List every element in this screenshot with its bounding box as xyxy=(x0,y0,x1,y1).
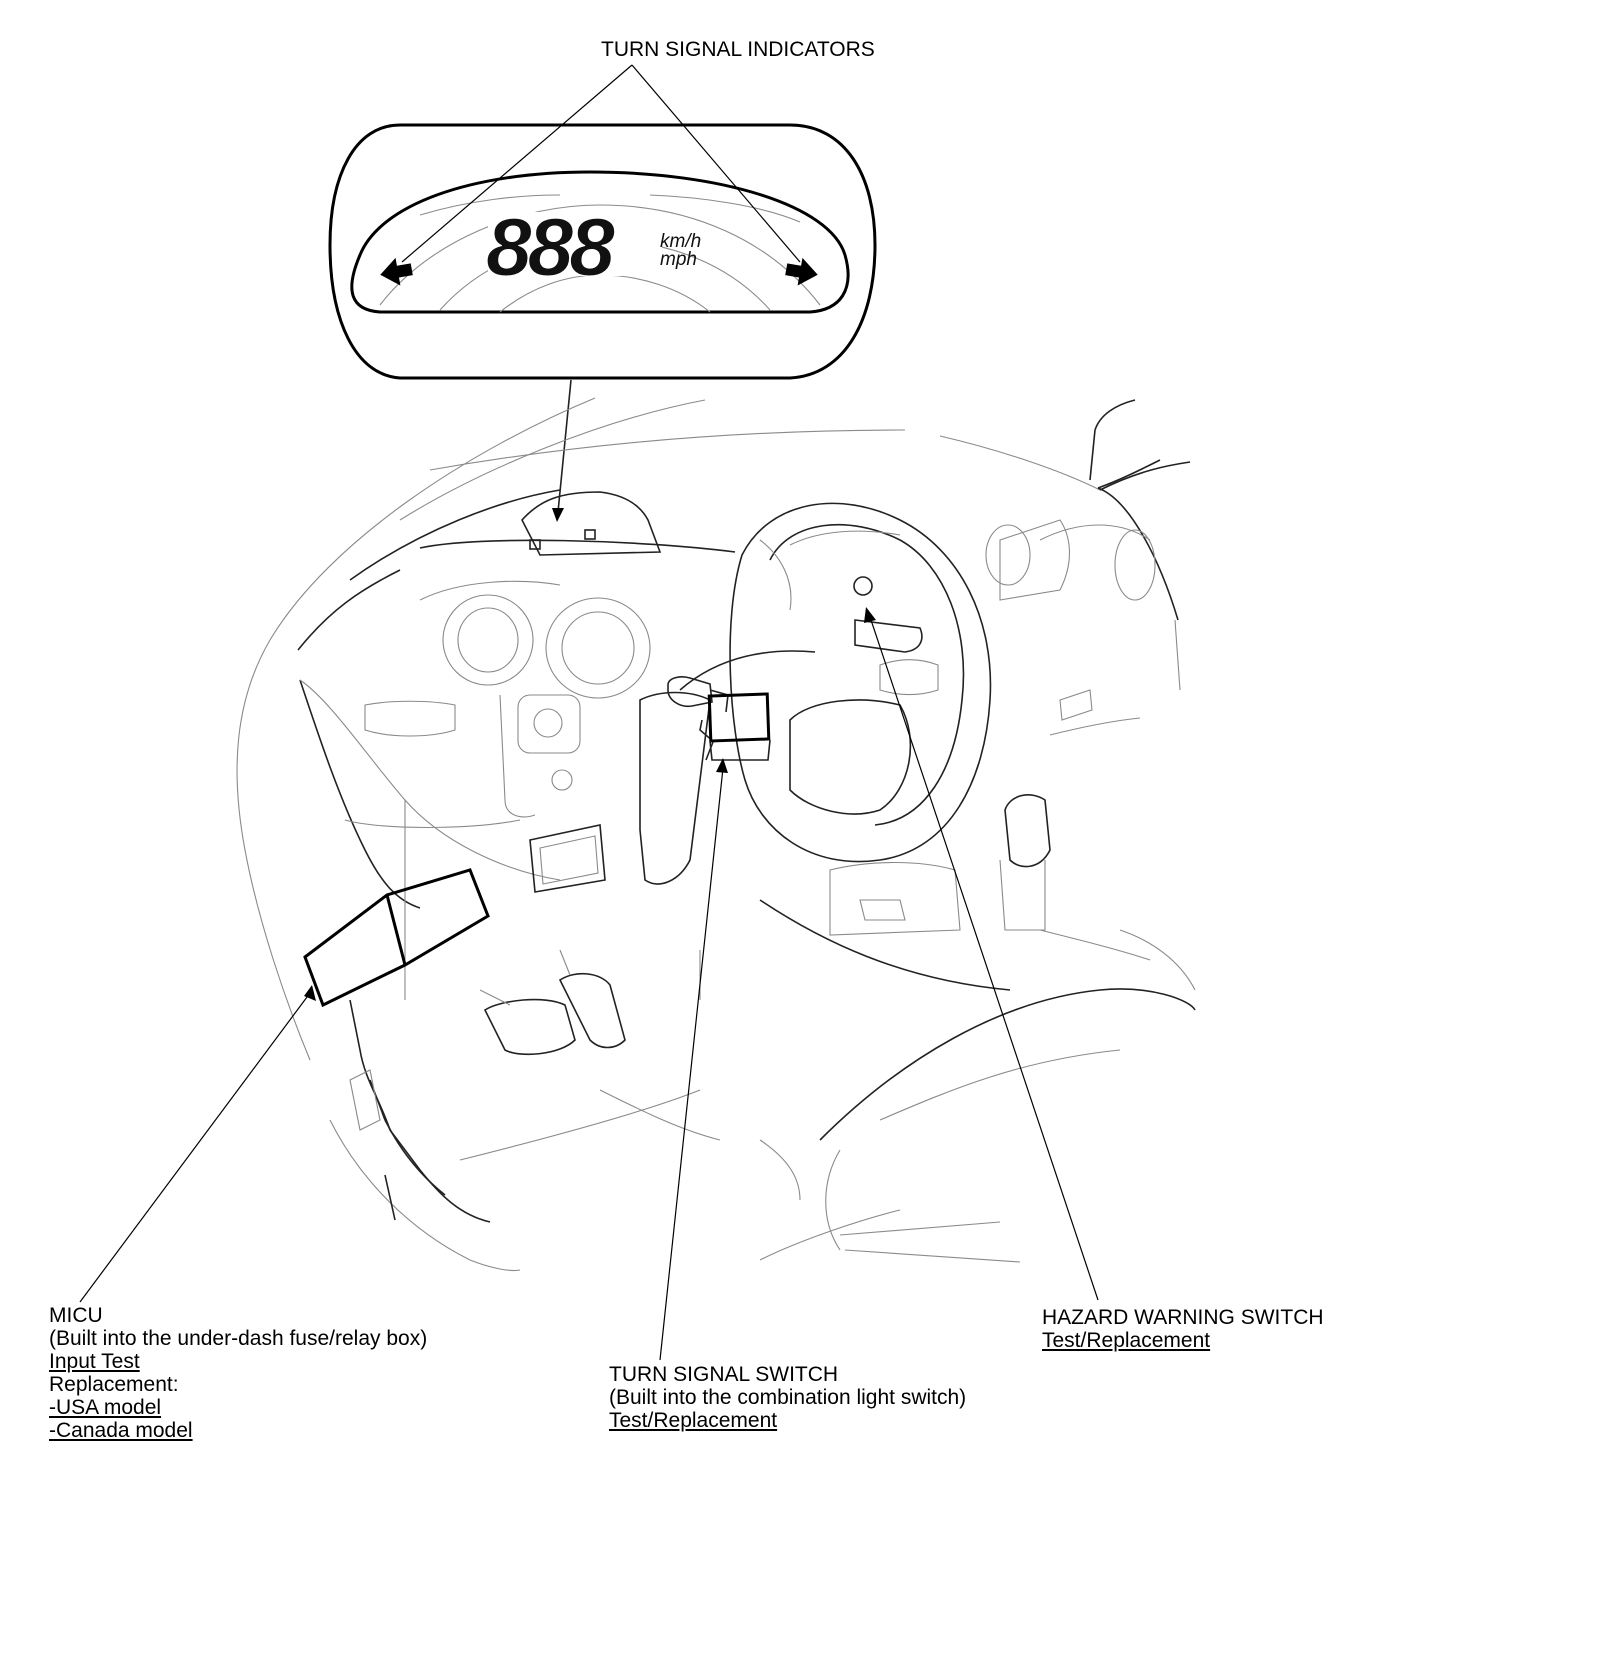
micu-title: MICU xyxy=(49,1304,103,1327)
left-arrow-icon xyxy=(380,257,413,286)
micu-note: (Built into the under-dash fuse/relay bo… xyxy=(49,1327,428,1350)
leader-lines xyxy=(79,607,1099,1361)
right-arrow-icon xyxy=(785,257,818,286)
combination-switch xyxy=(667,676,771,761)
micu-box xyxy=(303,868,490,1008)
turn-signal-switch-test-link[interactable]: Test/Replacement xyxy=(609,1409,778,1432)
micu-label: MICU (Built into the under-dash fuse/rel… xyxy=(49,1304,427,1442)
turn-signal-indicators-label: TURN SIGNAL INDICATORS xyxy=(601,38,875,61)
hazard-warning-switch-label: HAZARD WARNING SWITCH Test/Replacement xyxy=(1042,1306,1324,1352)
micu-replacement-heading: Replacement: xyxy=(49,1373,179,1396)
turn-signal-indicators-title: TURN SIGNAL INDICATORS xyxy=(601,38,875,61)
micu-input-test-link[interactable]: Input Test xyxy=(49,1350,140,1373)
interior-drawing xyxy=(236,397,1196,1272)
speed-display: 888 km/h mph xyxy=(486,202,702,294)
instrument-cluster-callout: 888 km/h mph xyxy=(328,64,877,522)
hazard-warning-switch-title: HAZARD WARNING SWITCH xyxy=(1042,1306,1324,1329)
micu-canada-model-link[interactable]: -Canada model xyxy=(49,1419,193,1442)
unit-kmh: km/h xyxy=(660,231,701,252)
turn-signal-switch-label: TURN SIGNAL SWITCH (Built into the combi… xyxy=(609,1363,966,1432)
unit-mph: mph xyxy=(660,249,697,270)
hazard-warning-switch-test-link[interactable]: Test/Replacement xyxy=(1042,1329,1211,1352)
micu-usa-model-link[interactable]: -USA model xyxy=(49,1396,162,1419)
turn-signal-switch-title: TURN SIGNAL SWITCH xyxy=(609,1363,839,1386)
turn-signal-switch-note: (Built into the combination light switch… xyxy=(609,1386,967,1409)
speed-digits: 888 xyxy=(486,202,615,293)
